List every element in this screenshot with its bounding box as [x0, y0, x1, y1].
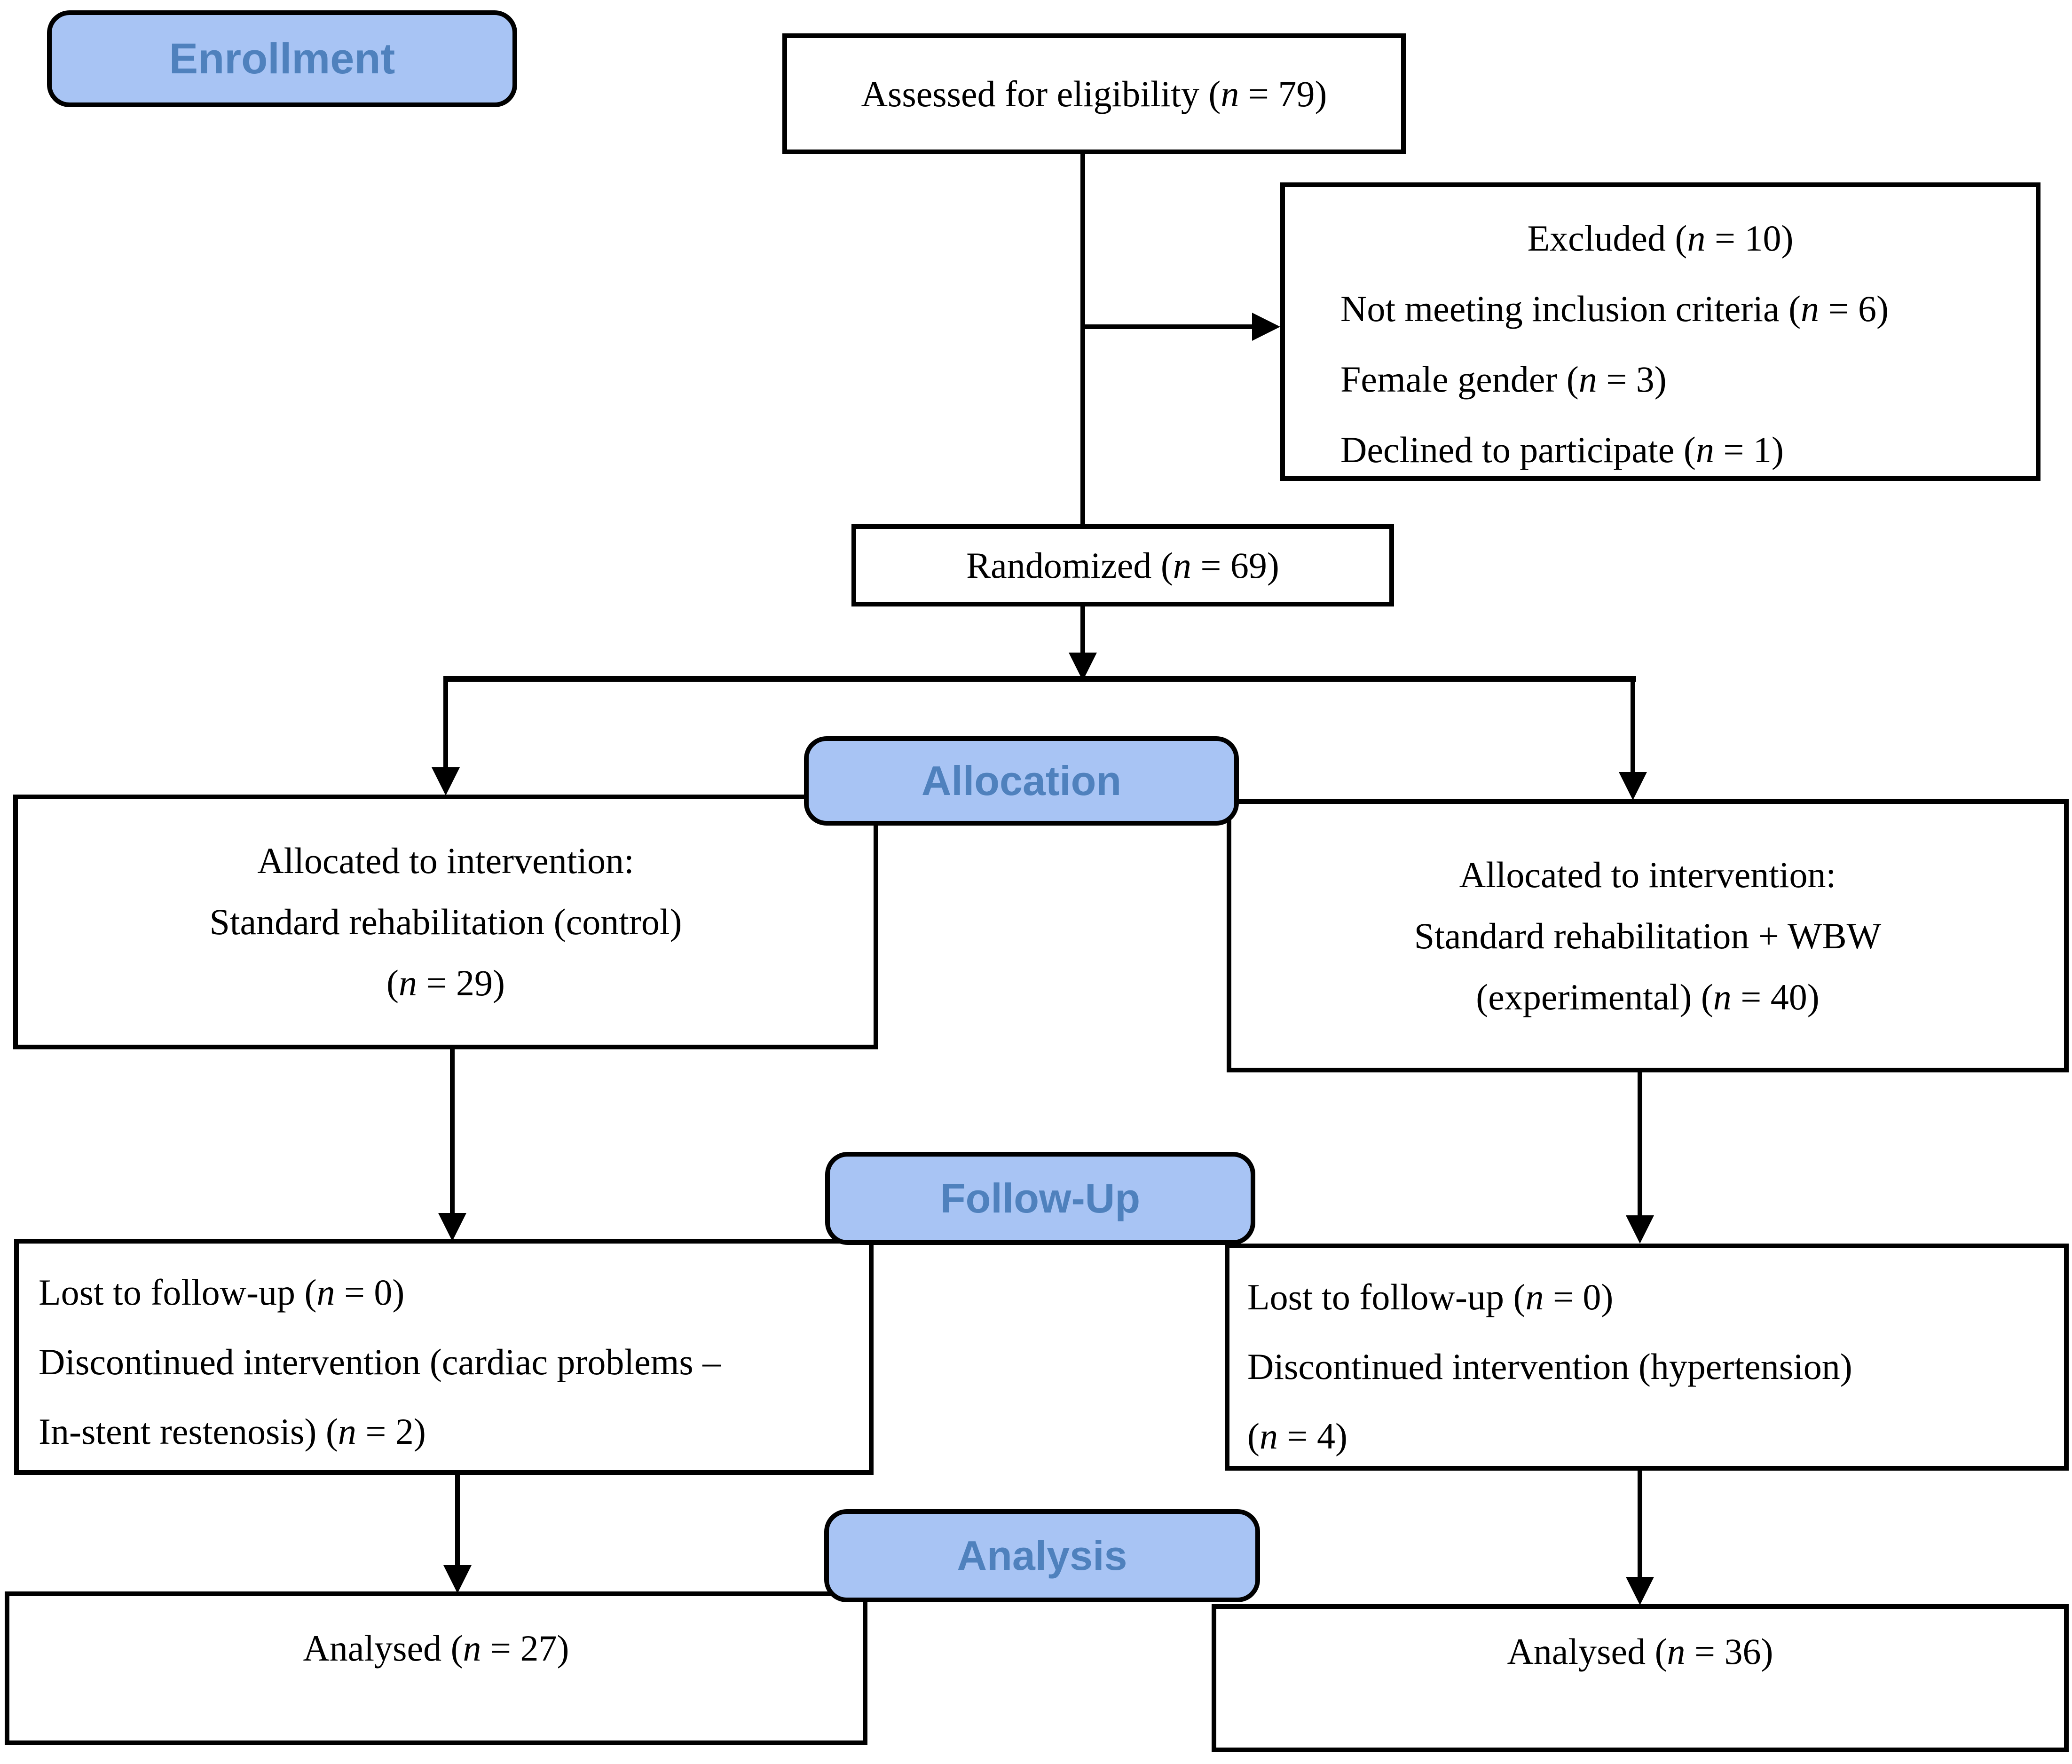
box-text-line: Randomized (n = 69): [966, 544, 1279, 586]
connector-followup-to-analysis-experimental: [1638, 1470, 1642, 1577]
box-text-line: Analysed (n = 36): [1507, 1631, 1773, 1672]
box-assessed-for-eligibility: Assessed for eligibility (n = 79): [782, 33, 1406, 154]
box-analysed-experimental: Analysed (n = 36): [1212, 1604, 2069, 1752]
branch-line: [446, 676, 1636, 682]
box-text-line: Female gender (n = 3): [1340, 359, 1667, 400]
box-text-line: Standard rehabilitation (control): [209, 901, 682, 942]
stage-label-text: Follow-Up: [940, 1175, 1141, 1221]
box-text-line: Lost to follow-up (n = 0): [39, 1272, 405, 1313]
connector-followup-to-analysis-control: [455, 1474, 460, 1566]
box-text-line: Analysed (n = 27): [303, 1628, 569, 1669]
box-text-line: Discontinued intervention (cardiac probl…: [39, 1341, 721, 1382]
box-followup-control: Lost to follow-up (n = 0) Discontinued i…: [14, 1239, 874, 1475]
arrowhead-into-analysed-experimental-icon: [1626, 1577, 1654, 1605]
box-text-line: Lost to follow-up (n = 0): [1247, 1276, 1614, 1317]
connector-assessed-to-randomized: [1080, 153, 1085, 527]
stage-label-follow-up: Follow-Up: [825, 1152, 1255, 1245]
stage-label-text: Allocation: [921, 757, 1122, 804]
arrowhead-into-followup-experimental-icon: [1626, 1215, 1654, 1244]
stage-label-text: Enrollment: [169, 34, 395, 83]
box-text-line: Allocated to intervention:: [257, 840, 634, 881]
arrowhead-into-alloc-experimental-icon: [1619, 772, 1647, 800]
connector-to-excluded: [1083, 324, 1257, 329]
stage-label-allocation: Allocation: [804, 736, 1239, 826]
box-text-line: Discontinued intervention (hypertension): [1247, 1346, 1852, 1387]
box-text-line: (n = 4): [1247, 1416, 1347, 1457]
arrowhead-into-followup-control-icon: [438, 1213, 466, 1241]
stage-label-text: Analysis: [957, 1532, 1127, 1579]
connector-randomized-to-branch: [1080, 606, 1085, 654]
box-text-line: In-stent restenosis) (n = 2): [39, 1411, 426, 1452]
box-text-line: (experimental) (n = 40): [1476, 976, 1820, 1017]
connector-alloc-to-followup-control: [450, 1048, 455, 1214]
box-analysed-control: Analysed (n = 27): [5, 1591, 867, 1745]
box-allocated-control: Allocated to intervention: Standard reha…: [13, 795, 878, 1049]
box-text-line: Declined to participate (n = 1): [1340, 429, 1784, 470]
box-randomized: Randomized (n = 69): [851, 524, 1394, 606]
stage-label-enrollment: Enrollment: [47, 10, 517, 107]
box-text-line: Standard rehabilitation + WBW: [1414, 915, 1882, 956]
box-excluded: Excluded (n = 10) Not meeting inclusion …: [1280, 182, 2040, 481]
box-allocated-experimental: Allocated to intervention: Standard reha…: [1227, 799, 2069, 1072]
box-text-line: Assessed for eligibility (n = 79): [861, 73, 1327, 114]
box-text-line: (n = 29): [386, 962, 505, 1003]
arrowhead-into-alloc-control-icon: [432, 767, 460, 795]
connector-branch-to-alloc-experimental: [1631, 676, 1635, 773]
box-text-line: Allocated to intervention:: [1459, 854, 1836, 895]
box-text-line: Excluded (n = 10): [1527, 218, 1794, 259]
stage-label-analysis: Analysis: [824, 1509, 1260, 1602]
connector-branch-to-alloc-control: [443, 676, 448, 768]
box-followup-experimental: Lost to follow-up (n = 0) Discontinued i…: [1225, 1244, 2069, 1471]
box-text-line: Not meeting inclusion criteria (n = 6): [1340, 288, 1889, 329]
arrowhead-into-excluded-icon: [1252, 313, 1280, 341]
arrowhead-into-analysed-control-icon: [443, 1565, 472, 1593]
connector-alloc-to-followup-experimental: [1638, 1071, 1642, 1216]
